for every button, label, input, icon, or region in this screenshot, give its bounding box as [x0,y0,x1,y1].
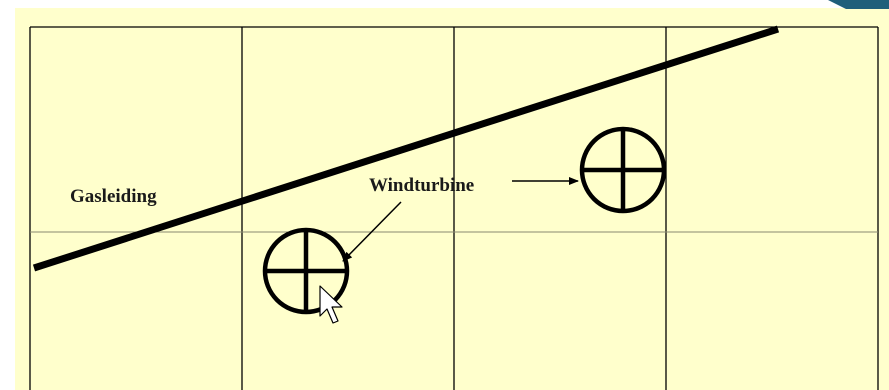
arrow-to-turbine-left [342,201,402,262]
mouse-pointer-icon [319,285,343,324]
gas-pipeline-line [32,25,780,272]
diagram-background [15,8,889,390]
corner-accent [828,0,889,9]
turbine-right-circle-cross-icon [579,126,667,214]
turbine-left-circle-cross-icon [262,227,350,315]
gas-pipeline-label: Gasleiding [70,186,157,207]
wind-turbine-label: Windturbine [369,175,474,196]
grid [29,26,879,390]
